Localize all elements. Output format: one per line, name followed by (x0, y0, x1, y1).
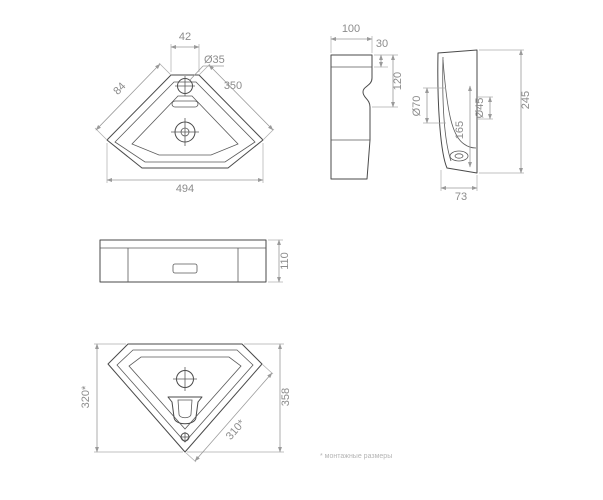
front-view: 110 (99, 239, 291, 283)
side-outline (330, 54, 373, 180)
trap-bracket-inner (177, 399, 193, 419)
dim-line-350 (208, 64, 274, 131)
dim-label-overflow-diameter: Ø45 (474, 98, 486, 119)
dim-label-apron-height: 120 (392, 72, 404, 90)
dim-line-84 (95, 63, 161, 131)
section-drain-inner (454, 153, 464, 159)
section-wall-inner (442, 56, 452, 162)
section-drain-outer (449, 150, 469, 162)
overflow-slot (171, 100, 199, 108)
dim-label-rim: 30 (376, 38, 388, 50)
plan-view: 42 84 Ø35 350 494 (94, 31, 275, 195)
plan-basin-outline (131, 95, 239, 156)
dim-label-front-edge: 310* (224, 417, 248, 442)
dim-label-top-chamfer: 42 (179, 31, 191, 43)
dim-label-drain-diameter: Ø70 (411, 96, 423, 117)
section-outline (437, 49, 478, 174)
side-view: 100 30 120 (330, 23, 404, 180)
dim-label-front-height: 110 (279, 252, 291, 270)
dim-label-faucet-hole: Ø35 (204, 54, 225, 66)
trap-bracket (167, 396, 203, 425)
dim-label-depth: 100 (342, 23, 360, 35)
dim-label-inner-height: 165 (454, 121, 466, 139)
section-bowl-curve (442, 59, 477, 149)
footnote: * монтажные размеры (320, 453, 392, 460)
dim-line-310 (194, 372, 273, 462)
plan-rim-outline (114, 81, 256, 163)
dim-label-overall-depth: 358 (280, 388, 292, 406)
dim-label-back-edge: 84 (111, 80, 128, 97)
dim-label-mount-width: 320* (80, 385, 92, 408)
front-outline (99, 239, 267, 283)
front-slot (172, 263, 198, 274)
section-view: Ø70 165 Ø45 245 73 (411, 49, 532, 203)
dim-label-overall-height: 245 (520, 91, 532, 109)
bottom-view: 320* 358 310* (80, 343, 292, 463)
dim-label-bottom-depth: 73 (455, 191, 467, 203)
dim-label-overall-width: 494 (176, 183, 194, 195)
dim-label-side-depth: 350 (224, 80, 242, 92)
